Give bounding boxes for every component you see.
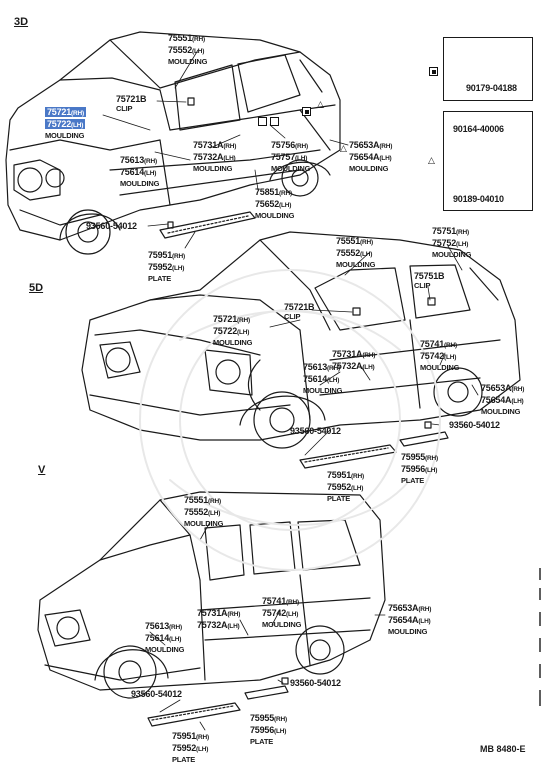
label-93560-v-a: 93560-54012	[131, 689, 182, 699]
label-75955-75956-v: 75955(RH) 75956(LH) PLATE	[250, 713, 287, 746]
label-93560-5d-a: 93560-54012	[290, 426, 341, 436]
car-v-drawing	[37, 491, 386, 727]
figure-code: MB 8480-E	[480, 744, 526, 754]
section-label-3d: 3D	[14, 16, 29, 28]
label-75741-75742-v: 75741(RH) 75742(LH) MOULDING	[262, 596, 302, 629]
edge-marks	[539, 568, 541, 706]
label-75613-75614-5d: 75613(RH) 75614(LH) MOULDING	[303, 362, 343, 395]
label-75551-75552: 75551(RH) 75552(LH) MOULDING	[168, 33, 208, 66]
detail-box-90179	[443, 37, 533, 101]
detail-box-90164	[443, 111, 533, 211]
triangle-marker: △	[428, 155, 435, 165]
label-75653a-75654a: 75653A(RH) 75654A(LH) MOULDING	[349, 140, 393, 173]
label-90189-04010: 90189-04010	[453, 194, 504, 204]
label-75851-75652: 75851(RH) 75652(LH) MOULDING	[255, 187, 295, 220]
car-3d-drawing	[5, 31, 341, 255]
label-93560-v-b: 93560-54012	[290, 678, 341, 688]
label-90164-40006: 90164-40006	[453, 124, 504, 134]
square-marker	[258, 117, 267, 126]
square-marker-filled	[429, 67, 438, 76]
watermark-emblem	[139, 269, 441, 571]
triangle-marker: △	[317, 99, 324, 109]
label-75731a-75732a-v: 75731A(RH) 75732A(LH)	[197, 608, 241, 630]
section-label-5d: 5D	[29, 282, 44, 294]
triangle-marker: △	[340, 143, 347, 153]
label-75756-75757: 75756(RH) 75757(LH) MOULDING	[271, 140, 311, 173]
label-75731a-75732a: 75731A(RH) 75732A(LH) MOULDING	[193, 140, 237, 173]
label-75721b: 75721B CLIP	[116, 94, 147, 113]
label-93560-3d: 93560-54012	[86, 221, 137, 231]
label-75721-75722-5d: 75721(RH) 75722(LH) MOULDING	[213, 314, 253, 347]
label-75721b-5d: 75721B CLIP	[284, 302, 315, 321]
square-marker	[270, 117, 279, 126]
label-75951-75952-v: 75951(RH) 75952(LH) PLATE	[172, 731, 209, 764]
label-90179-04188: 90179-04188	[466, 83, 517, 93]
section-label-v: V	[38, 464, 46, 476]
label-75721-75722[interactable]: 75721(RH) 75722(LH) MOULDING	[45, 107, 86, 140]
label-75951-75952-3d: 75951(RH) 75952(LH) PLATE	[148, 250, 185, 283]
label-75751-75752: 75751(RH) 75752(LH) MOULDING	[432, 226, 472, 259]
square-marker-filled	[302, 107, 311, 116]
label-93560-5d-b: 93560-54012	[449, 420, 500, 430]
label-75951-75952-5d: 75951(RH) 75952(LH) PLATE	[327, 470, 364, 503]
label-75551-75552-v: 75551(RH) 75552(LH) MOULDING	[184, 495, 224, 528]
car-5d-drawing	[81, 231, 521, 469]
label-75653a-75654a-v: 75653A(RH) 75654A(LH) MOULDING	[388, 603, 432, 636]
label-75731a-75732a-5d: 75731A(RH) 75732A(LH)	[332, 349, 376, 371]
label-75613-75614: 75613(RH) 75614(LH) MOULDING	[120, 155, 160, 188]
label-75551-75552-5d: 75551(RH) 75552(LH) MOULDING	[336, 236, 376, 269]
label-75653a-75654a-5d: 75653A(RH) 75654A(LH) MOULDING	[481, 383, 525, 416]
label-75955-75956-5d: 75955(RH) 75956(LH) PLATE	[401, 452, 438, 485]
label-75741-75742-5d: 75741(RH) 75742(LH) MOULDING	[420, 339, 460, 372]
label-75613-75614-v: 75613(RH) 75614(LH) MOULDING	[145, 621, 185, 654]
label-75751b: 75751B CLIP	[414, 271, 445, 290]
